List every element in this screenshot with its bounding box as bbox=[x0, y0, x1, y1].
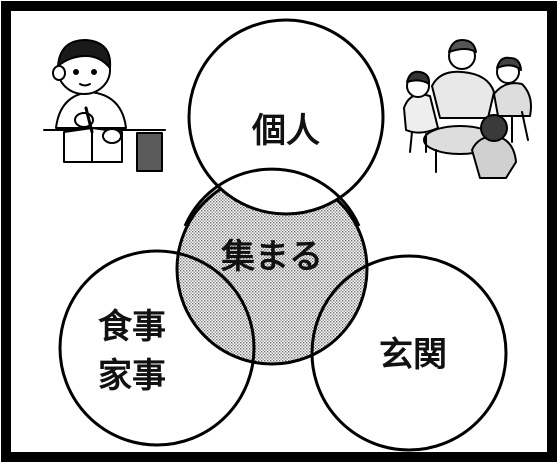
gather-label: 集まる bbox=[220, 237, 323, 277]
meals-label-line1: 食事 bbox=[98, 307, 166, 347]
individual-label: 個人 bbox=[251, 111, 320, 151]
individual-circle bbox=[187, 18, 385, 216]
child-studying-illustration bbox=[43, 39, 166, 172]
gather-circle-top-arc bbox=[183, 167, 361, 227]
entrance-circle bbox=[310, 254, 508, 452]
entrance-label: 玄関 bbox=[379, 335, 447, 375]
meals-circle bbox=[58, 249, 256, 447]
meals-label-line2: 家事 bbox=[98, 356, 166, 396]
family-gathering-illustration bbox=[403, 39, 532, 179]
